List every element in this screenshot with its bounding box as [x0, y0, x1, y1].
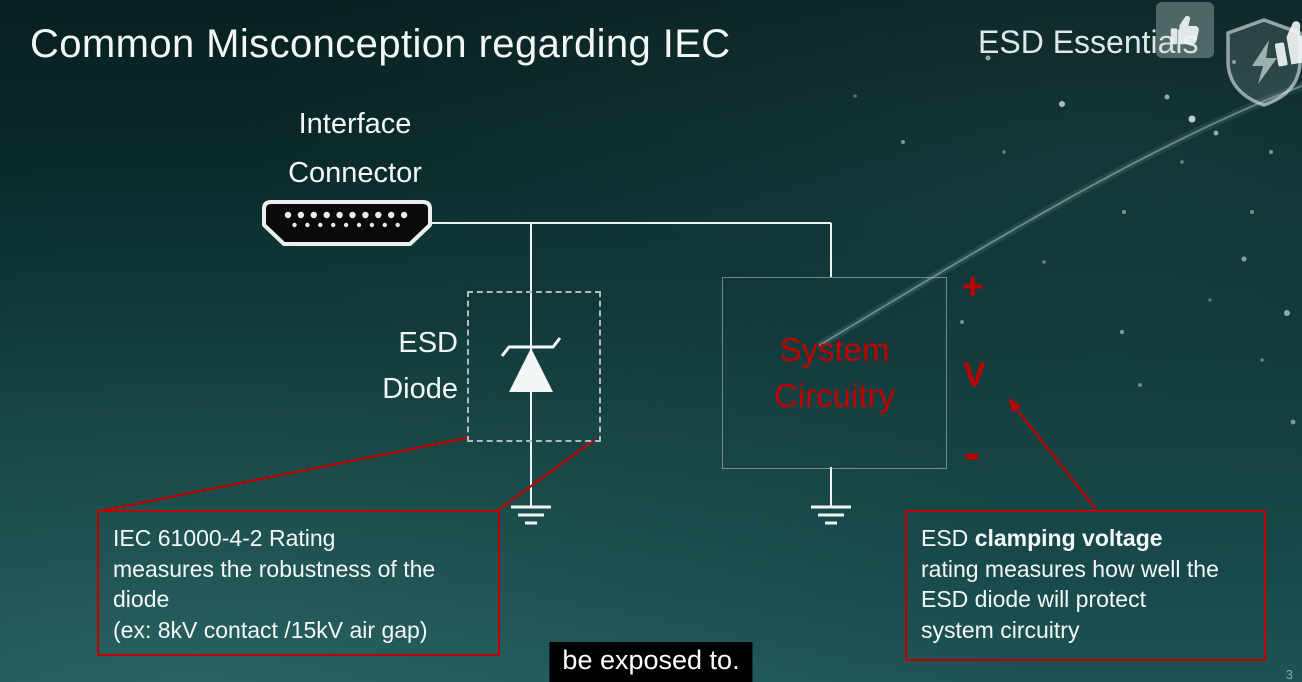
- iec-callout-line2: measures the robustness of the: [113, 555, 436, 582]
- edge-thumbs-icon: [1274, 21, 1302, 67]
- hdmi-connector-icon: [262, 200, 432, 246]
- voltage-minus: -: [964, 427, 980, 480]
- iec-rating-callout: IEC 61000-4-2 Rating measures the robust…: [97, 510, 500, 656]
- clamping-callout-line4: system circuitry: [921, 616, 1080, 643]
- page-number: 3: [1285, 667, 1293, 682]
- clamping-voltage-arrow: [1008, 398, 1097, 510]
- slide-title: Common Misconception regarding IEC: [30, 22, 731, 66]
- voltage-v: V: [963, 356, 986, 394]
- clamping-callout-bold: clamping voltage: [974, 525, 1163, 551]
- esd-diode-label-line2: Diode: [382, 373, 458, 406]
- thumbs-up-icon: [1170, 15, 1199, 45]
- interface-connector-label-line1: Interface: [298, 108, 412, 140]
- esd-diode-label-line1: ESD: [398, 327, 458, 359]
- interface-connector-label: Interface Connector: [255, 100, 455, 197]
- iec-callout-line1: IEC 61000-4-2 Rating: [113, 525, 336, 551]
- clamping-callout-line2: rating measures how well the: [921, 555, 1219, 582]
- clamping-callout-lead: ESD: [921, 525, 969, 551]
- esd-diode-label: ESD Diode: [338, 320, 458, 413]
- iec-callout-line4: (ex: 8kV contact /15kV air gap): [113, 616, 428, 643]
- clamping-callout-line1: ESD clamping voltage: [921, 523, 1250, 554]
- system-circuitry-line1: System: [779, 330, 890, 368]
- voltage-plus: +: [962, 266, 984, 307]
- system-circuitry-box: System Circuitry: [722, 277, 947, 469]
- interface-connector-label-line2: Connector: [288, 156, 422, 189]
- ground-symbol-right: [811, 505, 851, 525]
- clamping-callout-line3: ESD diode will protect: [921, 586, 1146, 613]
- iec-callout-line3: diode: [113, 586, 170, 613]
- clamping-voltage-callout: ESD clamping voltage rating measures how…: [905, 510, 1266, 661]
- callout-pointer-lines: [99, 436, 595, 513]
- ground-symbol-left: [511, 505, 551, 525]
- subtitle-caption: be exposed to.: [549, 642, 753, 682]
- brand-text: ESD Essentials: [978, 24, 1199, 60]
- shield-lightning-icon: [1226, 18, 1302, 107]
- esd-diode-highlight-box: [467, 291, 601, 442]
- system-circuitry-line2: Circuitry: [774, 377, 895, 414]
- like-overlay-button[interactable]: [1156, 2, 1214, 58]
